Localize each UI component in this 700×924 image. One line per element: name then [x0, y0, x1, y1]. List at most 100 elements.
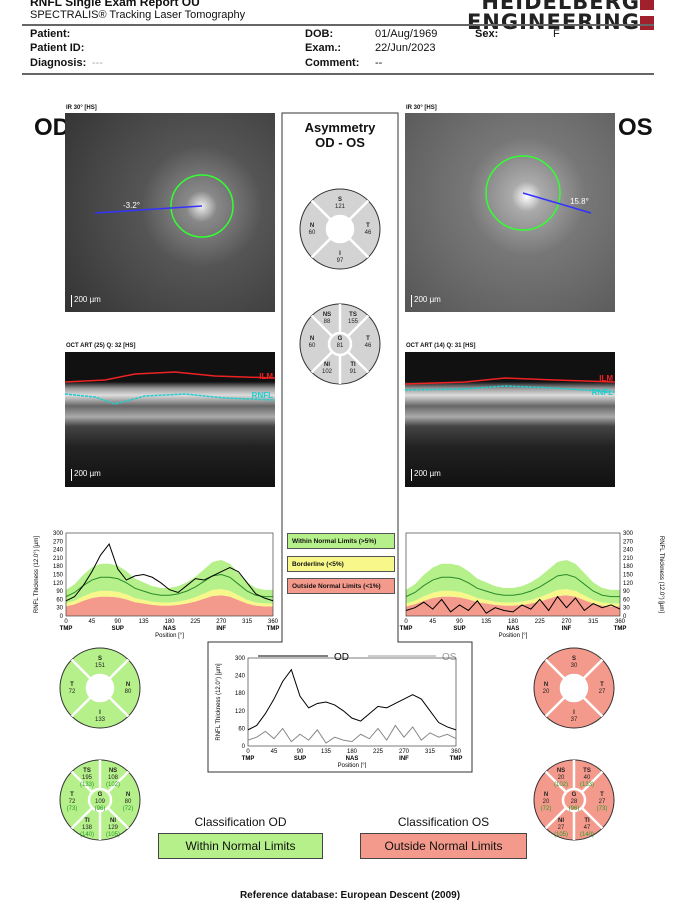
reference-database: Reference database: European Descent (20…	[239, 890, 461, 901]
series-os	[405, 595, 621, 614]
x-tick-label: 315	[242, 619, 253, 625]
y-tick-label: 0	[623, 614, 627, 620]
sector-label-tr: 108	[108, 775, 119, 781]
plot-frame	[65, 532, 274, 617]
sector-divider	[580, 806, 604, 830]
x-tick-label: 90	[114, 619, 121, 625]
sector-center	[325, 214, 355, 244]
sector-center	[327, 331, 353, 357]
sector-divider	[348, 199, 370, 221]
sector-label-l: 20	[543, 799, 550, 805]
sector-label-bl: 102	[322, 369, 333, 375]
y-tick-label: 90	[56, 589, 63, 595]
sector-label-tr: TS	[349, 312, 357, 318]
sector-label-br: 47	[584, 825, 591, 831]
sector-label-br: NI	[110, 818, 116, 824]
y-tick-label: 210	[53, 556, 64, 562]
sector-label-bottom: 133	[95, 717, 106, 723]
sector-label-top: S	[98, 656, 102, 662]
sector-label-tl: (133)	[80, 782, 94, 788]
patient-label: Patient:	[30, 28, 71, 40]
series-od	[247, 668, 457, 731]
x-category-label: TMP	[400, 626, 413, 632]
patient-rule	[22, 73, 654, 75]
sector-label-c: G	[572, 792, 577, 798]
sector-label-left: 72	[69, 689, 76, 695]
sector-label-l: T	[70, 792, 74, 798]
header-rule	[22, 24, 654, 26]
y-tick-label: 240	[623, 548, 634, 554]
y-tick-label: 150	[53, 573, 64, 579]
dob-value: 01/Aug/1969	[375, 28, 438, 40]
x-category-label: TMP	[60, 626, 73, 632]
exam-value: 22/Jun/2023	[375, 42, 436, 54]
sector-divider	[70, 696, 92, 718]
sector-label-c: G	[98, 792, 103, 798]
sector-label-tl: 20	[558, 775, 565, 781]
dob-label: DOB:	[305, 28, 334, 40]
y-tick-label: 180	[235, 691, 246, 697]
y-tick-label: 120	[623, 581, 634, 587]
sector-label-bl: NI	[324, 362, 330, 368]
sector-label-tl: 195	[82, 775, 93, 781]
x-tick-label: 135	[321, 749, 332, 755]
plot-frame	[247, 657, 457, 747]
sector-divider	[346, 314, 370, 338]
sector-label-bottom: I	[339, 251, 341, 257]
x-category-label: NAS	[507, 626, 520, 632]
sector-label-l: 60	[309, 343, 316, 349]
sector-divider	[310, 350, 334, 374]
od-fundus-image: -3.2° 200 µm	[65, 113, 275, 312]
sector-label-tl: TS	[83, 768, 91, 774]
x-category-label: INF	[562, 626, 572, 632]
os-ir-label: IR 30° [HS]	[406, 105, 437, 111]
sector-label-top: 151	[95, 663, 106, 669]
x-category-label: SUP	[112, 626, 124, 632]
sector-label-tr: 40	[584, 775, 591, 781]
x-tick-label: 180	[347, 749, 358, 755]
x-tick-label: 180	[164, 619, 175, 625]
x-tick-label: 0	[64, 619, 68, 625]
sector-label-r: T	[600, 792, 604, 798]
sector-divider	[346, 350, 370, 374]
y-tick-label: 120	[53, 581, 64, 587]
y-tick-label: 180	[623, 564, 634, 570]
sector-label-right: 80	[125, 689, 132, 695]
sector-divider	[348, 237, 370, 259]
sector-label-tr: TS	[583, 768, 591, 774]
y-tick-label: 60	[56, 597, 63, 603]
sector-label-bl: 138	[82, 825, 93, 831]
sector-divider	[544, 696, 566, 718]
sector-label-br: 91	[350, 369, 357, 375]
os-label: OS	[618, 114, 653, 141]
os-oct-scale: 200 µm	[411, 469, 441, 481]
y-axis-label: RNFL Thickness (12.0°) [µm]	[658, 536, 664, 614]
x-axis-label: Position [°]	[338, 763, 367, 768]
od-sector-chart: TS195(133)NS108(102)T72(73)N80(72)G109(9…	[59, 759, 141, 841]
sector-label-l: (72)	[541, 806, 552, 812]
y-tick-label: 90	[623, 589, 630, 595]
x-tick-label: 135	[139, 619, 150, 625]
y-tick-label: 270	[53, 539, 64, 545]
band-borderline	[66, 589, 273, 607]
x-category-label: SUP	[294, 756, 306, 762]
sector-label-bottom: 37	[571, 717, 578, 723]
sector-label-right: 27	[599, 689, 606, 695]
x-tick-label: 360	[615, 619, 626, 625]
classification-od-result: Within Normal Limits	[158, 833, 323, 859]
sector-label-r: 80	[125, 799, 132, 805]
band-within-normal	[66, 559, 273, 604]
sector-divider	[106, 806, 130, 830]
sector-label-r: 27	[599, 799, 606, 805]
x-tick-label: 45	[89, 619, 96, 625]
sector-divider	[70, 806, 94, 830]
od-oct-scale: 200 µm	[71, 469, 101, 481]
patient-id-label: Patient ID:	[30, 42, 85, 54]
os-sector-chart: NS20(102)TS40(133)N20(72)T27(73)G28(96)N…	[533, 759, 615, 841]
sector-label-c: 109	[95, 799, 106, 805]
x-tick-label: 270	[399, 749, 410, 755]
x-category-label: NAS	[163, 626, 176, 632]
